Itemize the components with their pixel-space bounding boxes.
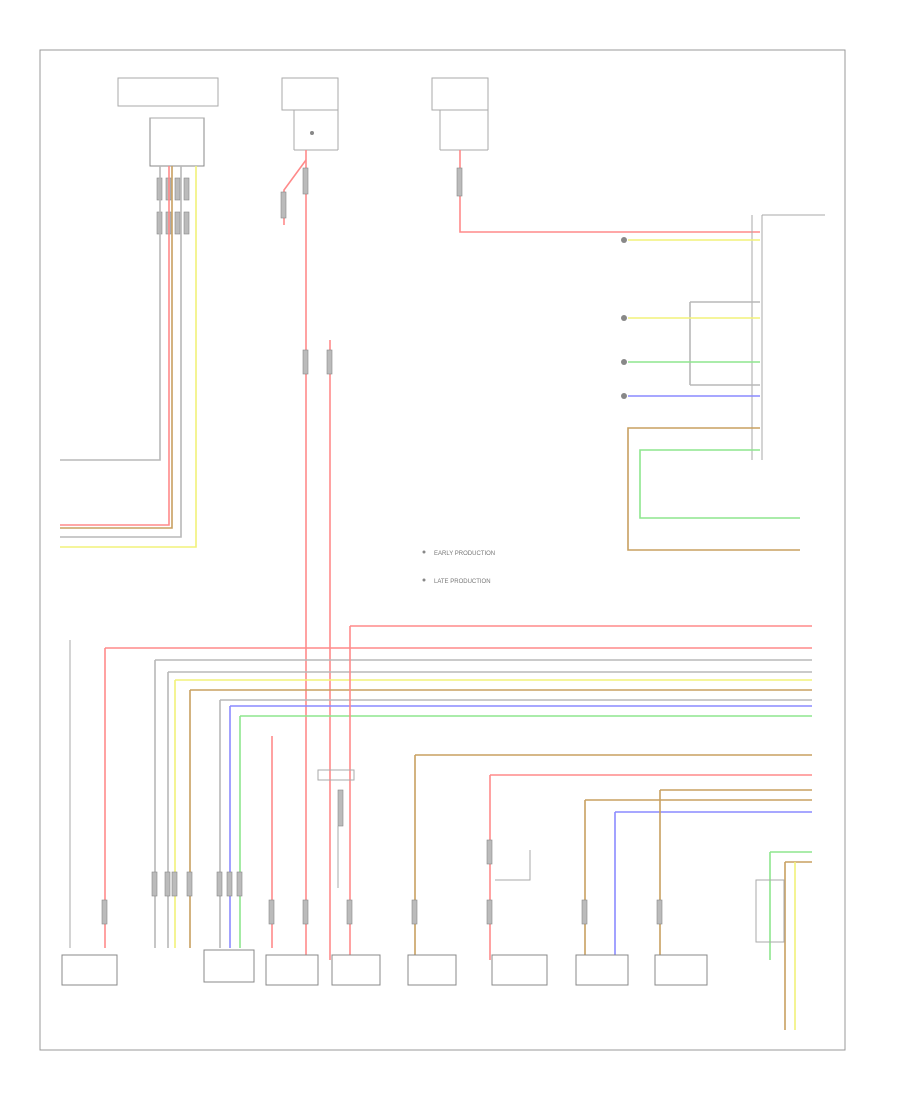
wire-sensor-gray-2 [60, 166, 182, 538]
legend-late: LATE PRODUCTION [434, 579, 491, 585]
wire-battery-feed [459, 150, 760, 233]
comp-box-4 [265, 954, 319, 986]
wire-relay-green [639, 449, 800, 519]
comp-box-8 [575, 954, 629, 986]
wire-sensor-gray [60, 166, 161, 461]
wire-sensor-brown [60, 166, 173, 529]
legend: EARLY PRODUCTION LATE PRODUCTION [422, 550, 495, 585]
legend-early: EARLY PRODUCTION [434, 551, 495, 557]
wire-relay-brown [627, 427, 800, 551]
wire-sensor-yellow [60, 166, 197, 548]
comp-box-6 [407, 954, 457, 986]
diagram-frame [39, 49, 846, 1051]
top-center-feed [281, 77, 339, 151]
center-junction [317, 769, 355, 888]
component-boxes [61, 879, 785, 986]
comp-box-7 [491, 954, 548, 986]
bus-harness [105, 625, 812, 863]
top-left-sensor [117, 77, 219, 235]
comp-box-1 [61, 954, 118, 986]
wire-sensor-red [60, 166, 170, 526]
bottom-connectors [101, 839, 663, 925]
comp-box-9 [654, 954, 708, 986]
fuse-box [751, 214, 825, 460]
comp-switch [755, 879, 785, 943]
top-right-feed [431, 77, 489, 151]
comp-box-5 [331, 954, 381, 986]
comp-box-3 [203, 949, 255, 983]
